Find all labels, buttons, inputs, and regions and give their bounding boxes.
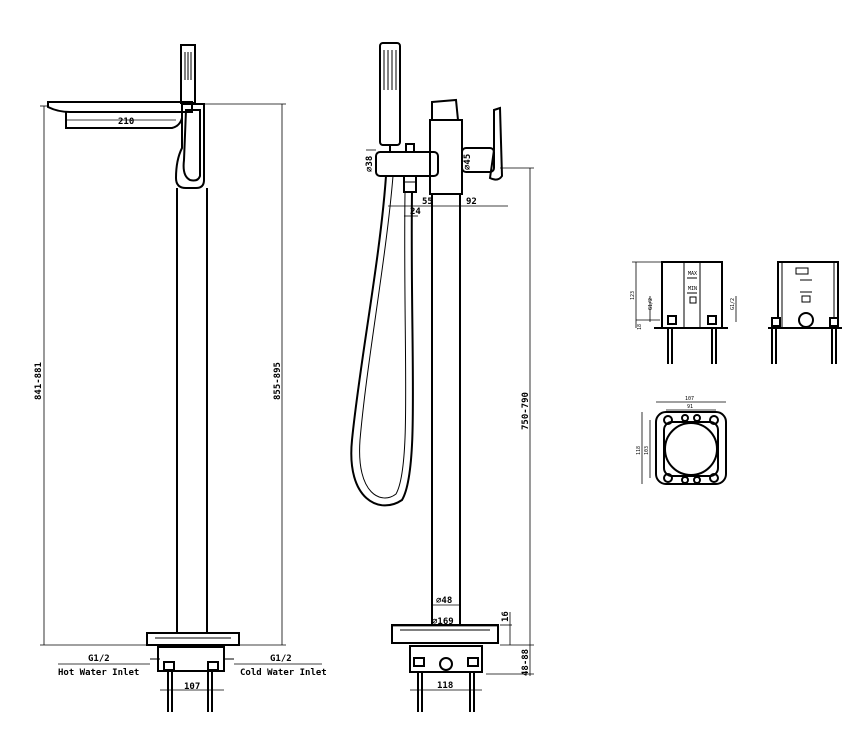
front-base <box>409 645 483 673</box>
dim-body-dia: ⌀38 <box>365 156 375 172</box>
dim-flange-dia: ⌀169 <box>432 617 454 627</box>
dim-spout-reach: 210 <box>118 117 134 127</box>
spout <box>47 101 193 113</box>
floor-flange <box>146 632 240 646</box>
dim-pipe-dia: ⌀48 <box>436 596 452 606</box>
dim-overall-height: 841-881 <box>34 362 44 400</box>
box-height-dim: 123 <box>630 291 636 300</box>
front-view: ⌀38 ⌀45 55 24 92 750-790 ⌀48 ⌀169 16 48-… <box>350 42 534 712</box>
front-mixer-body <box>429 119 463 195</box>
front-handle <box>488 106 504 181</box>
dim-handle-dia: ⌀45 <box>463 154 473 170</box>
box-foot-dim: 18 <box>637 324 643 330</box>
cold-inlet-size: G1/2 <box>270 654 292 664</box>
hot-inlet-label: Hot Water Inlet <box>58 668 139 678</box>
dim-55: 55 <box>422 197 433 207</box>
hose <box>350 175 414 507</box>
cold-inlet-label: Cold Water Inlet <box>240 668 327 678</box>
front-handshower <box>379 42 401 146</box>
dim-base-w: 118 <box>437 681 453 691</box>
front-flange <box>391 624 499 644</box>
plan-width2-dim: 91 <box>687 404 693 410</box>
dim-92: 92 <box>466 197 477 207</box>
box-plan-detail: 107 91 118 103 <box>636 396 727 485</box>
box-min-label: MIN <box>688 286 697 292</box>
dim-24: 24 <box>410 207 421 217</box>
front-diverter <box>375 151 439 177</box>
dim-handle-height: 855-895 <box>273 362 283 400</box>
plan-height-dim: 118 <box>636 446 642 455</box>
box-front-detail: MAX MIN 123 G1/2 G1/2 18 <box>630 261 737 364</box>
box-inlet-right: G1/2 <box>730 298 736 310</box>
dim-flange-h: 16 <box>501 611 511 622</box>
hot-inlet-size: G1/2 <box>88 654 110 664</box>
mixer-body <box>174 103 205 189</box>
box-inlet-left: G1/2 <box>648 298 654 310</box>
front-mixer-top <box>431 98 460 121</box>
plan-outer <box>655 411 727 485</box>
plan-width-dim: 107 <box>685 396 694 402</box>
plan-height2-dim: 103 <box>644 446 650 455</box>
dim-base-width: 107 <box>184 682 200 692</box>
box-max-label: MAX <box>688 271 697 277</box>
box-side-detail <box>768 261 842 364</box>
dim-base-h: 48-88 <box>521 649 531 676</box>
side-view: 210 841-881 855-895 G1/2 Hot Water Inlet… <box>34 44 327 712</box>
dim-height: 750-790 <box>521 392 531 430</box>
mixer-lever <box>182 109 201 182</box>
